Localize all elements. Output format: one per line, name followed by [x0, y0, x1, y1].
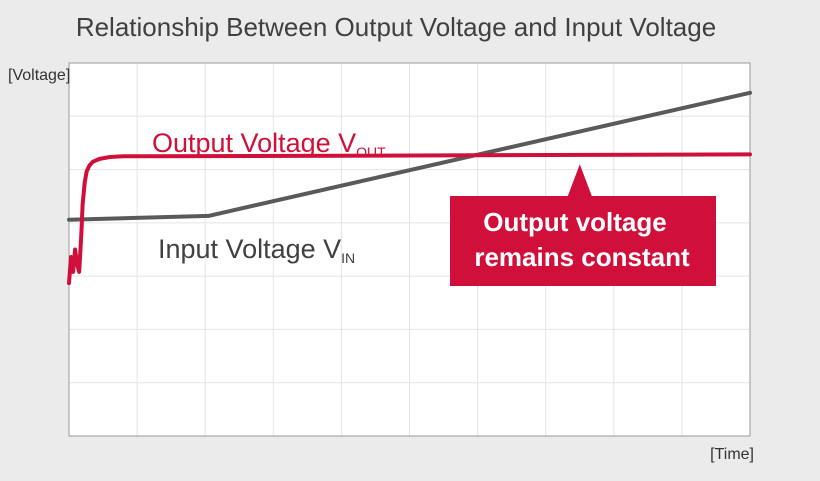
plot-border	[68, 62, 751, 437]
legend-output-voltage: Output Voltage VOUT	[152, 128, 386, 160]
y-axis-label: [Voltage]	[8, 67, 70, 84]
output-voltage-subscript: OUT	[356, 144, 386, 160]
series-line-input-voltage	[67, 90, 752, 222]
chart-title: Relationship Between Output Voltage and …	[76, 12, 716, 42]
callout: Output voltage remains constant	[450, 164, 716, 286]
input-voltage-subscript: IN	[341, 250, 355, 266]
series-lines	[67, 90, 752, 286]
callout-box	[450, 164, 716, 286]
legend-input-voltage: Input Voltage VIN	[158, 234, 355, 266]
series-line-output-voltage	[67, 152, 752, 286]
output-voltage-label: Output Voltage V	[152, 128, 356, 158]
callout-line-2: remains constant	[474, 242, 690, 272]
input-voltage-label: Input Voltage V	[158, 234, 341, 264]
x-axis-label: [Time]	[710, 446, 754, 463]
callout-line-1: Output voltage	[483, 207, 666, 237]
